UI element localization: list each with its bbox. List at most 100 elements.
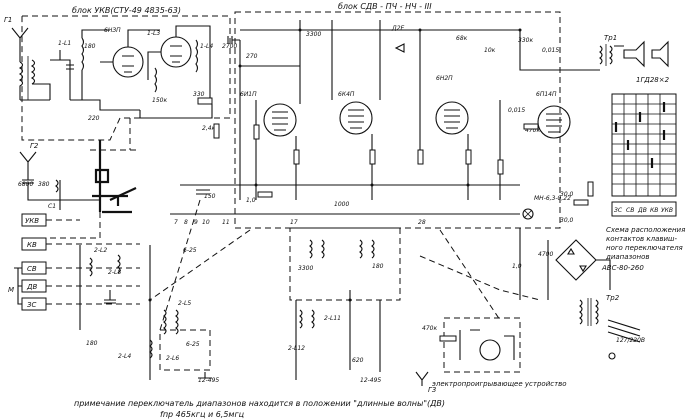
label-c0015-top: 0,015: [542, 47, 559, 54]
diode-d2e: [394, 43, 405, 53]
ukv-input-coil: [18, 52, 24, 100]
label-c1000: 1000: [334, 201, 349, 208]
tr2-label: Тр2: [606, 294, 620, 302]
switch-scheme-title-4: диапазонов: [605, 253, 650, 261]
ukv-label-l3: 1-L3: [147, 30, 160, 37]
switch-scheme-footer: [611, 201, 677, 217]
ukv-block-border: [21, 15, 231, 141]
tube-6k4p-label: 6К4П: [338, 91, 355, 98]
ukv-ground-bus: [139, 104, 213, 119]
band-buttons: УКВ КВ СВ ДВ ЗС: [21, 213, 47, 311]
antenna-g1-symbol: [11, 27, 29, 52]
label-c3300-top: 3300: [306, 31, 321, 38]
junction-3: [418, 28, 422, 32]
input-subblock-border: [159, 329, 211, 371]
label-c6800: 6800: [18, 181, 33, 188]
ukv-label-c220: 220: [88, 115, 100, 122]
label-c300-2: 30,0: [560, 217, 574, 224]
label-c180-if: 180: [372, 263, 384, 270]
record-player-wiring: [459, 329, 515, 360]
switch-col-dv: ДВ: [637, 207, 647, 214]
ukv-resistor-330: [197, 97, 213, 105]
antenna-g2: Г2: [19, 142, 39, 175]
if-block-border: [289, 227, 401, 301]
tube-6p14p: 6П14П: [536, 91, 571, 139]
power-label: 127/220В: [616, 337, 645, 344]
label-c3300-if: 3300: [298, 265, 313, 272]
label-c2700: 2700: [222, 43, 237, 50]
antenna-g3-symbol: [415, 371, 429, 386]
record-player-resistor: [439, 335, 457, 342]
label-2-l4: 2-L4: [118, 353, 131, 360]
terminal-10: 10: [202, 219, 210, 226]
sdv-resistor-6: [497, 159, 504, 175]
input-coil-4: [175, 309, 179, 335]
switch-col-zs: ЗС: [614, 207, 623, 214]
tube-6n2p-envelope: [435, 101, 469, 135]
tube-6n2p-label: 6Н2П: [436, 75, 453, 82]
label-2-l12: 2-L12: [288, 345, 305, 352]
switch-scheme-title-3: ного переключателя: [606, 244, 683, 252]
ukv-coil-wires: [20, 83, 51, 101]
label-c470k: 470к: [525, 127, 540, 134]
switch-scheme-title-2: контактов клавиш-: [606, 235, 677, 243]
sdv-wiring-buses: [170, 184, 520, 215]
switch-scheme-contacts: [614, 102, 666, 168]
label-2-l11: 2-L11: [324, 315, 341, 322]
terminal-7: 7: [174, 219, 178, 226]
terminal-28: 28: [418, 219, 426, 226]
tube-6p14p-label: 6П14П: [536, 91, 557, 98]
label-c380: 380: [38, 181, 50, 188]
sdv-block-border: [234, 11, 561, 229]
band-button-kv-label: КВ: [27, 241, 37, 249]
tube-6n3p-label: 6НЗП: [104, 27, 121, 34]
power-transformer-core: [587, 298, 592, 326]
ukv-coil-l5: [154, 67, 158, 93]
g2-coil-l1: [55, 179, 61, 210]
tube-6n3p-right-electrodes: [170, 45, 182, 63]
tube-6k4p-electrodes: [348, 109, 364, 129]
indicator-label: МН-6,3-0,22: [534, 195, 571, 202]
ukv-resistor-24k: [213, 123, 220, 139]
label-2-l6: 2-L6: [166, 355, 179, 362]
record-player-border: [443, 317, 521, 373]
input-coil-1: [89, 257, 93, 277]
ukv-label-330: 330: [193, 91, 205, 98]
ukv-coil-l4: [195, 39, 199, 73]
m-label: М: [8, 286, 14, 294]
band-button-ukv-label: УКВ: [25, 217, 39, 225]
speaker-icon: [623, 40, 645, 68]
label-c620: 620: [352, 357, 364, 364]
ukv-coil-l1: [81, 37, 85, 71]
antenna-g1-label: Г1: [4, 16, 12, 24]
input-cap-1: [104, 290, 116, 304]
label-12-495-mid: 12-495: [360, 377, 381, 384]
terminal-17: 17: [290, 219, 298, 226]
tube-6n3p-left-electrodes: [122, 55, 134, 73]
tube-6n2p: 6Н2П: [435, 75, 469, 135]
label-c180-lower: 180: [86, 340, 98, 347]
label-c1: C1: [48, 203, 56, 210]
record-player-motor-icon: [479, 339, 501, 361]
input-circuit-rails: [79, 245, 151, 380]
ukv-label-24k: 2,4к: [202, 125, 216, 132]
sdv-resistor-2: [293, 149, 300, 165]
cap-2700: [227, 36, 240, 44]
speaker-icon-2: [651, 40, 669, 68]
if-transformers: 3300 180 2-L11 2-L12 620 12-495: [288, 227, 401, 384]
antenna-g3-label: Г3: [428, 386, 436, 394]
label-diode-d2e: Д2Е: [391, 25, 405, 32]
if-transformer-1: [309, 239, 325, 259]
dashed-link-player: [419, 255, 541, 301]
ukv-block-title: блок УКВ(СТУ-49 4835-63): [72, 6, 181, 15]
ukv-bus-bottom: [70, 99, 140, 111]
footer-note: примечание переключатель диапазонов нахо…: [74, 399, 445, 408]
label-c330k: 330к: [518, 37, 533, 44]
record-player: 470к электропроигрывающее устройство: [422, 317, 567, 388]
band-link-lines: [46, 219, 140, 305]
junction-8: [148, 298, 152, 302]
switch-col-ukv: УКВ: [661, 207, 673, 214]
output-stage: Тр1 1ГД28×2: [560, 34, 670, 84]
ukv-label-c180: 180: [84, 43, 96, 50]
label-c4700: 4700: [538, 251, 553, 258]
